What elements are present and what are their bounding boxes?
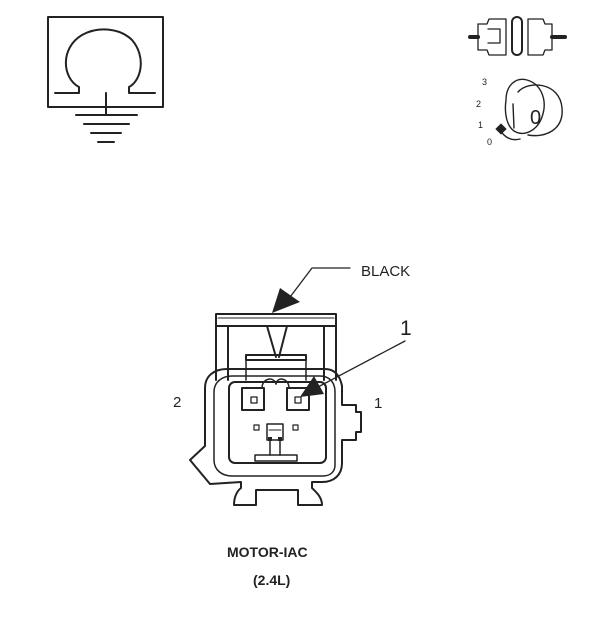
ignition-switch-icon xyxy=(499,78,563,141)
wire-color-label: BLACK xyxy=(361,263,411,280)
ignition-key-label: 0 xyxy=(530,107,542,129)
connector-body xyxy=(189,313,362,506)
pin-number-right: 1 xyxy=(374,395,383,412)
connector-name: MOTOR-IAC xyxy=(227,544,308,560)
disconnected-connector-icon xyxy=(468,16,567,56)
ignition-position-2: 2 xyxy=(476,99,482,109)
ignition-position-1: 1 xyxy=(478,120,484,130)
ignition-position-0: 0 xyxy=(487,137,493,147)
ohm-symbol-ground-icon xyxy=(47,16,164,143)
ignition-position-3: 3 xyxy=(482,77,488,87)
color-callout-leader xyxy=(283,267,351,306)
connector-variant: (2.4L) xyxy=(253,572,291,588)
pin-number-left: 2 xyxy=(173,394,182,411)
cavity-callout-number: 1 xyxy=(400,317,412,340)
cavity-callout-leader xyxy=(317,340,406,388)
